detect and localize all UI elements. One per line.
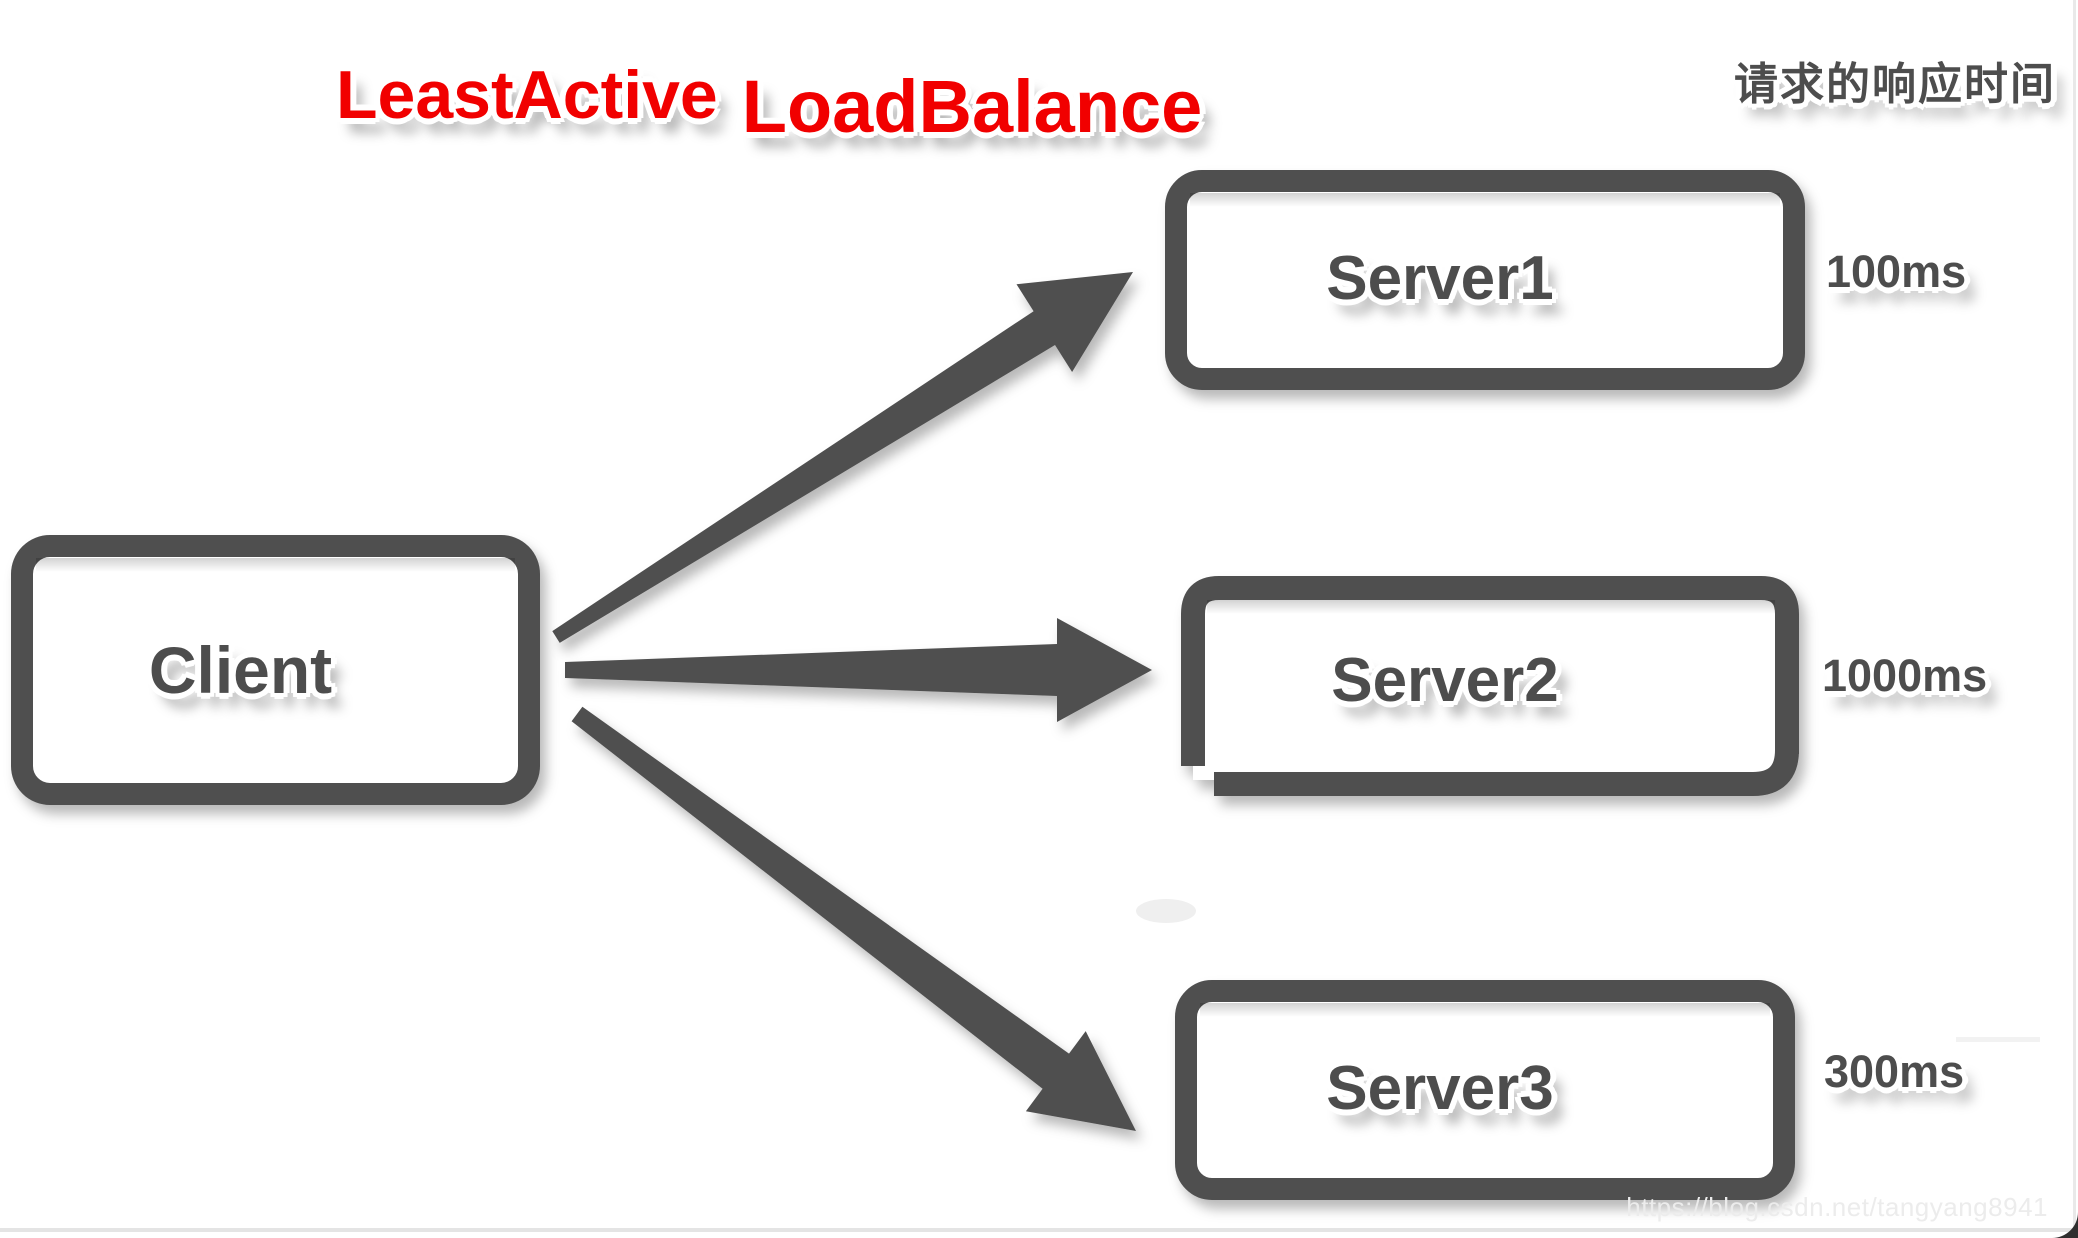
server2-response-time: 1000ms bbox=[1822, 650, 1988, 701]
window-corner bbox=[2052, 1212, 2078, 1238]
page-title: LeastActive LoadBalance bbox=[336, 56, 1202, 149]
arrow-client-to-server2 bbox=[565, 618, 1152, 722]
faint-artifact-line bbox=[1956, 1037, 2040, 1042]
server3-response-time: 300ms bbox=[1824, 1046, 1965, 1097]
bottom-edge-line bbox=[0, 1228, 2078, 1232]
server1-box bbox=[1165, 170, 1805, 390]
arrow-client-to-server3 bbox=[571, 706, 1136, 1131]
server1-node-label: Server1 bbox=[1326, 243, 1554, 313]
client-box bbox=[11, 535, 540, 805]
server3-node-label: Server3 bbox=[1326, 1053, 1554, 1123]
response-time-note: 请求的响应时间 bbox=[1734, 60, 2056, 109]
server3-box bbox=[1175, 980, 1795, 1200]
server1-response-time: 100ms bbox=[1826, 246, 1967, 297]
background-smudge bbox=[1136, 899, 1196, 923]
watermark-url: https://blog.csdn.net/tangyang8941 bbox=[1626, 1192, 2048, 1222]
right-edge-line bbox=[2073, 0, 2076, 1238]
title-word-loadbalance: LoadBalance bbox=[741, 65, 1203, 148]
client-node-label: Client bbox=[148, 633, 333, 707]
server2-node-label: Server2 bbox=[1331, 645, 1559, 715]
arrow-client-to-server1 bbox=[552, 272, 1133, 643]
server2-box bbox=[1181, 576, 1799, 796]
title-word-leastactive: LeastActive bbox=[336, 57, 718, 133]
